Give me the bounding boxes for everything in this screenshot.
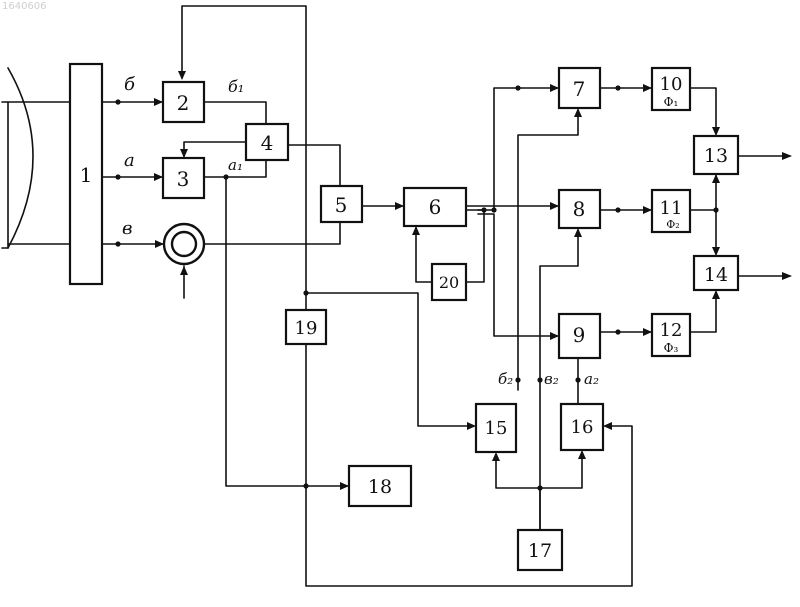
block-20: 20 [432, 264, 466, 300]
signal-b1-label: б₁ [228, 77, 244, 96]
block-18: 18 [349, 466, 411, 506]
signal-v2-label: в₂ [544, 370, 559, 388]
block-17: 17 [518, 530, 562, 570]
block-8: 8 [559, 190, 600, 228]
block-16: 16 [561, 404, 603, 450]
block-15-label: 15 [485, 418, 508, 439]
block-16-label: 16 [571, 417, 594, 438]
block-3-label: 3 [177, 167, 190, 191]
block-17-label: 17 [528, 540, 552, 562]
block-2-label: 2 [177, 91, 190, 115]
block-20-label: 20 [439, 273, 459, 292]
block-5-label: 5 [335, 193, 348, 217]
signal-v-label: в [122, 218, 132, 239]
block-1: 1 [70, 64, 102, 284]
block-13: 13 [694, 136, 738, 174]
signal-b-label: б [124, 74, 136, 95]
block-18-label: 18 [368, 476, 392, 498]
signal-a2-label: a₂ [584, 370, 599, 388]
block-19-label: 19 [295, 318, 318, 339]
block-12: 12 Φ₃ [652, 314, 690, 356]
reflector-bracket [2, 102, 8, 248]
block-19: 19 [286, 310, 326, 344]
block-4-label: 4 [261, 131, 274, 155]
block-12-subscript: Φ₃ [664, 341, 679, 355]
block-11: 11 Φ₂ [652, 190, 690, 232]
block-6: 6 [404, 188, 466, 226]
junction-dots [115, 85, 718, 490]
block-14-label: 14 [704, 264, 728, 286]
block-3: 3 [163, 158, 204, 198]
block-1-label: 1 [80, 163, 93, 187]
block-10-label: 10 [660, 74, 683, 95]
block-7-label: 7 [573, 77, 586, 101]
block-7: 7 [559, 68, 600, 108]
block-12-label: 12 [660, 320, 683, 341]
block-5: 5 [321, 186, 362, 222]
block-14: 14 [694, 256, 738, 290]
reflector-curve [8, 68, 33, 248]
block-2: 2 [163, 82, 204, 122]
block-11-label: 11 [660, 198, 683, 219]
signal-b2-label: б₂ [498, 370, 513, 388]
block-6-label: 6 [429, 195, 442, 219]
block-8-label: 8 [573, 197, 586, 221]
block-4: 4 [246, 124, 288, 160]
signal-a-label: a [124, 150, 135, 171]
block-15: 15 [476, 404, 516, 452]
block-11-subscript: Φ₂ [666, 218, 679, 231]
block-13-label: 13 [704, 145, 728, 167]
block-10: 10 Φ₁ [652, 68, 690, 110]
ring-mixer [164, 224, 204, 264]
block-9-label: 9 [573, 323, 586, 347]
block-10-subscript: Φ₁ [664, 95, 679, 109]
block-9: 9 [559, 314, 600, 358]
signal-a1-label: a₁ [228, 156, 243, 174]
